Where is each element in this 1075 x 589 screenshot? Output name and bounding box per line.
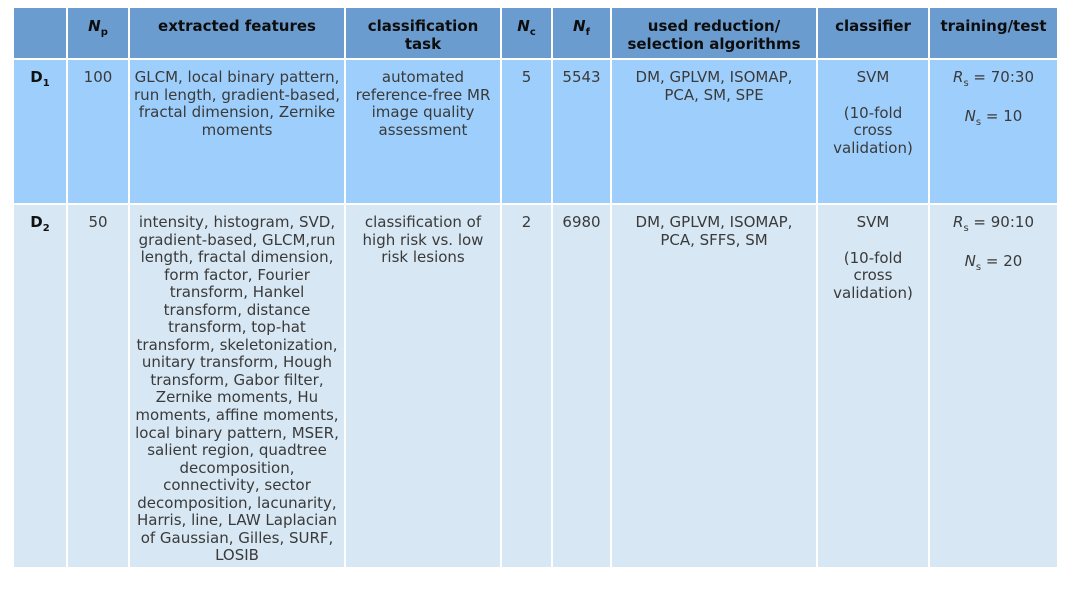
header-row: Np extracted features classification tas… [14,8,1057,58]
d2-classifier: SVM (10-fold cross validation) [818,205,928,567]
ns-value: = 10 [981,106,1023,125]
rs-value: = 90:10 [968,213,1034,231]
nc-symbol: N [517,17,530,35]
datasets-table: Np extracted features classification tas… [12,6,1059,569]
d2-classifier-note: (10-fold cross validation) [833,248,913,302]
header-nf: Nf [553,8,610,58]
ns-symbol: N [964,251,976,270]
d1-training-test: Rs = 70:30 Ns = 10 [930,60,1057,203]
table-row-d1: D1 100 GLCM, local binary pattern, run l… [14,60,1057,203]
d2-classification-task: classification of high risk vs. low risk… [346,205,500,567]
d1-np-value: 100 [68,60,128,203]
d2-reduction-algorithms: DM, GPLVM, ISOMAP, PCA, SFFS, SM [612,205,816,567]
rs-symbol: R [953,213,964,231]
header-classifier: classifier [818,8,928,58]
np-subscript: p [100,27,108,38]
header-dataset-col [14,8,66,58]
rs-subscript: s [963,78,969,89]
ns-symbol: N [964,106,976,125]
ns-subscript: s [975,261,982,273]
rs-value: = 70:30 [968,68,1034,86]
rs-symbol: R [953,68,964,86]
d1-rs-formula: Rs = 70:30 [934,68,1053,89]
np-symbol: N [88,17,101,35]
rs-subscript: s [963,223,969,234]
d1-reduction-algorithms: DM, GPLVM, ISOMAP, PCA, SM, SPE [612,60,816,203]
d1-symbol: D [30,68,43,86]
d1-subscript: 1 [42,78,50,89]
d2-training-test: Rs = 90:10 Ns = 20 [930,205,1057,567]
d1-extracted-features: GLCM, local binary pattern, run length, … [130,60,344,203]
row-label-d1: D1 [14,60,66,203]
header-extracted-features: extracted features [130,8,344,58]
d1-nc-value: 5 [502,60,551,203]
d2-subscript: 2 [42,223,50,234]
ns-subscript: s [975,116,982,128]
d1-classifier: SVM (10-fold cross validation) [818,60,928,203]
d1-classifier-note: (10-fold cross validation) [833,103,913,157]
d1-ns-formula: Ns = 10 [934,106,1053,128]
d2-extracted-features: intensity, histogram, SVD, gradient-base… [130,205,344,567]
row-label-d2: D2 [14,205,66,567]
header-reduction-algorithms: used reduction/ selection algorithms [612,8,816,58]
nf-subscript: f [585,27,590,38]
d2-classifier-name: SVM [856,213,890,231]
d2-rs-formula: Rs = 90:10 [934,213,1053,234]
d2-symbol: D [30,213,43,231]
nc-subscript: c [529,27,536,38]
header-training-test: training/test [930,8,1057,58]
d1-classification-task: automated reference-free MR image qualit… [346,60,500,203]
table-row-d2: D2 50 intensity, histogram, SVD, gradien… [14,205,1057,567]
d1-classifier-name: SVM [856,68,890,86]
header-np: Np [68,8,128,58]
header-nc: Nc [502,8,551,58]
header-classification-task: classification task [346,8,500,58]
d2-nc-value: 2 [502,205,551,567]
d1-nf-value: 5543 [553,60,610,203]
d2-ns-formula: Ns = 20 [934,251,1053,273]
d2-nf-value: 6980 [553,205,610,567]
nf-symbol: N [573,17,586,35]
ns-value: = 20 [981,251,1023,270]
d2-np-value: 50 [68,205,128,567]
